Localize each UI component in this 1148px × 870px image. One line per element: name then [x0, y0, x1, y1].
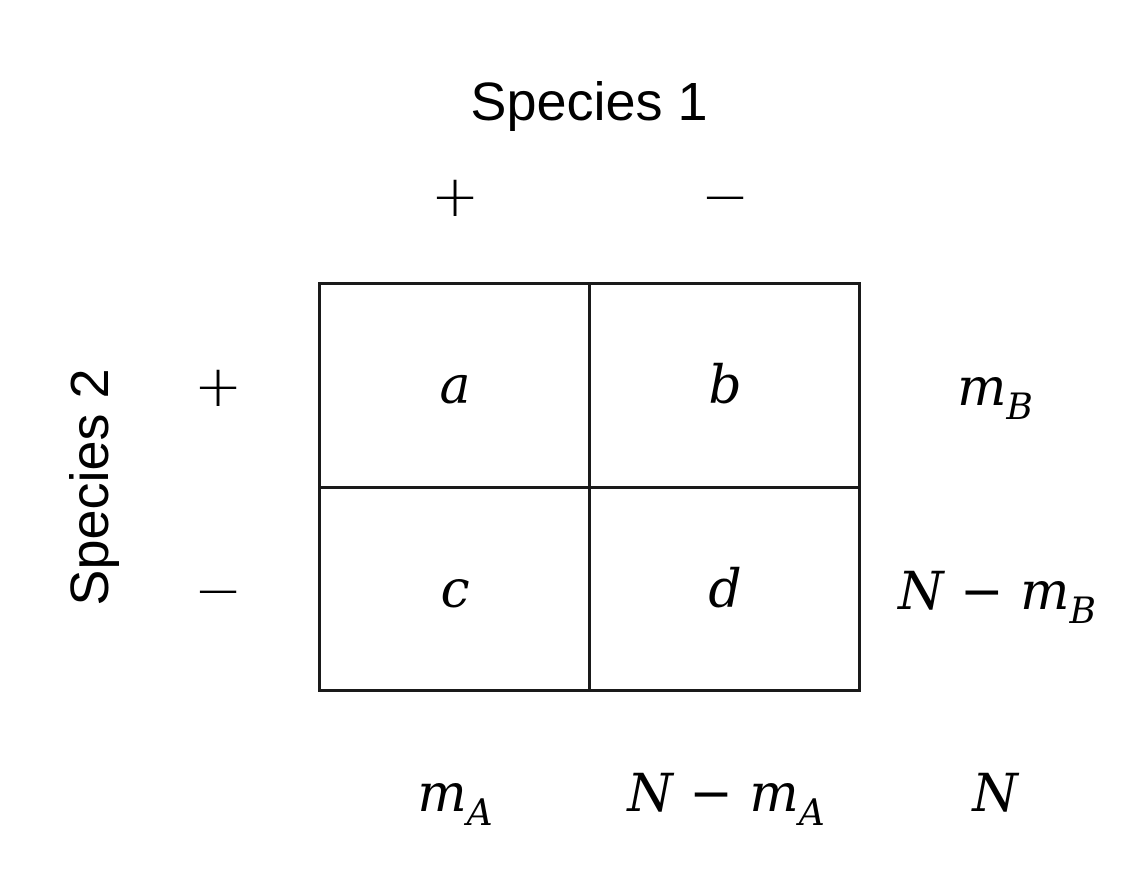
row-variable-label: Species 2	[60, 368, 120, 606]
cell-a: a	[439, 356, 471, 416]
row-total-1: mB	[957, 358, 1033, 428]
column-level-plus: +	[430, 162, 480, 230]
column-variable-label: Species 1	[470, 72, 708, 132]
row-level-plus: +	[193, 352, 243, 420]
column-total-2: N − mA	[627, 764, 825, 834]
row-total-2: N − mB	[898, 562, 1096, 632]
column-total-1: mA	[417, 764, 493, 834]
column-level-minus: −	[700, 162, 750, 230]
cell-b: b	[708, 356, 742, 416]
cell-d: d	[708, 560, 742, 620]
row-level-minus: −	[193, 556, 243, 624]
grand-total: N	[972, 764, 1018, 824]
table-horizontal-divider	[318, 486, 861, 489]
cell-c: c	[440, 560, 470, 620]
